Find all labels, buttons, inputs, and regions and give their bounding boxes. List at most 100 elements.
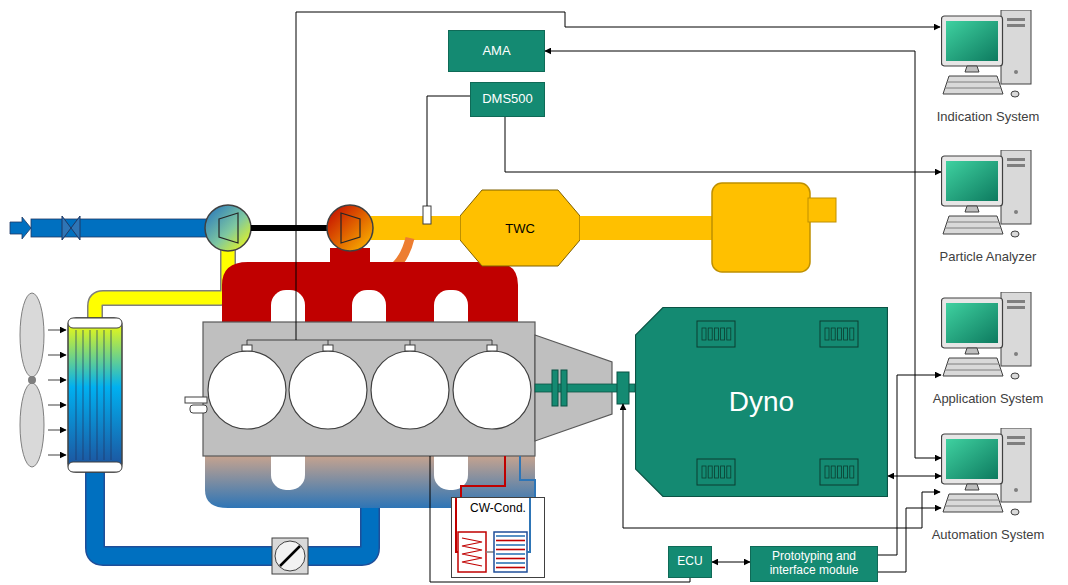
computer-icon bbox=[942, 434, 1003, 484]
heat-exchanger-symbol bbox=[496, 558, 525, 560]
computer-icon bbox=[947, 82, 999, 83]
throttle-valve bbox=[272, 538, 308, 574]
computer-icon bbox=[1014, 488, 1018, 492]
pressure-sensors bbox=[487, 345, 497, 351]
throttle-valve bbox=[275, 541, 305, 571]
intercooler bbox=[76, 330, 77, 460]
computer-icon bbox=[965, 484, 979, 490]
heat-exchanger-symbol bbox=[496, 553, 525, 555]
pressure-sensors bbox=[323, 345, 333, 351]
computer-icon bbox=[945, 370, 1001, 371]
air-filter bbox=[62, 216, 80, 240]
engine-block bbox=[289, 351, 367, 429]
computer-icon bbox=[965, 66, 979, 72]
dynamometer-outline bbox=[825, 466, 829, 478]
compressor bbox=[205, 205, 251, 251]
heat-exchanger-symbol bbox=[496, 544, 525, 546]
computer-icon bbox=[1011, 91, 1019, 97]
intake-arrow bbox=[10, 217, 31, 239]
pressure-sensors bbox=[242, 340, 497, 351]
heat-exchanger-symbol bbox=[458, 532, 486, 572]
process-box: DMS500 bbox=[470, 82, 545, 117]
dynamometer-outline bbox=[721, 328, 725, 340]
pressure-sensors bbox=[328, 340, 329, 345]
computer-icon bbox=[1001, 10, 1031, 84]
connector bbox=[878, 508, 941, 572]
dynamometer-outline bbox=[850, 466, 854, 478]
coolant-lines bbox=[520, 456, 535, 497]
computer-icon bbox=[1007, 24, 1025, 27]
intercooler bbox=[76, 330, 111, 460]
computer-station: Application System bbox=[941, 292, 1035, 384]
air-filter bbox=[62, 216, 71, 240]
cooling-air-arrows bbox=[48, 455, 66, 456]
intercooler bbox=[83, 330, 84, 460]
process-box: ECU bbox=[668, 546, 712, 578]
signal-wires bbox=[427, 96, 470, 206]
dynamometer-outline bbox=[837, 328, 841, 340]
cooling-air-arrows bbox=[48, 380, 66, 381]
node-label: Dyno bbox=[729, 386, 794, 418]
cooling-air-arrows bbox=[48, 330, 66, 331]
computer-icon bbox=[941, 428, 1035, 520]
computer-icon bbox=[945, 88, 1001, 89]
signal-wires bbox=[296, 12, 940, 582]
dynamometer-outline bbox=[850, 328, 854, 340]
computer-station: Automation System bbox=[941, 428, 1035, 520]
dynamometer-outline bbox=[727, 466, 731, 478]
exhaust-probe bbox=[423, 206, 431, 224]
computer-icon bbox=[1001, 150, 1031, 224]
computer-icon bbox=[965, 206, 979, 212]
injector bbox=[185, 397, 207, 413]
engine-block bbox=[203, 322, 535, 456]
computer-icon bbox=[947, 500, 999, 501]
intercooler bbox=[68, 318, 122, 472]
cooling-air-arrows bbox=[48, 330, 66, 455]
radiator-fan bbox=[20, 293, 44, 467]
charge-air-pipe bbox=[95, 248, 228, 320]
dynamometer-outline bbox=[721, 466, 725, 478]
computer-icon bbox=[947, 364, 999, 365]
connector bbox=[712, 562, 750, 563]
dynamometer-outline bbox=[697, 459, 735, 485]
heat-exchanger-symbol bbox=[496, 549, 525, 551]
charge-air-pipe bbox=[95, 248, 228, 320]
intercooler bbox=[104, 330, 105, 460]
intercooler bbox=[90, 330, 91, 460]
computer-icon bbox=[941, 10, 1035, 102]
cooling-air-arrows bbox=[48, 355, 66, 356]
computer-icon bbox=[941, 292, 1035, 384]
computer-icon bbox=[946, 439, 998, 479]
dynamometer: Dyno bbox=[635, 307, 888, 497]
heat-exchanger-symbol bbox=[527, 498, 530, 552]
computer-icon bbox=[945, 228, 1001, 229]
pressure-sensors bbox=[492, 340, 493, 345]
cooled-air-pipe bbox=[305, 500, 370, 556]
computer-icon bbox=[1007, 300, 1025, 303]
dynamometer-outline bbox=[727, 328, 731, 340]
computer-icon bbox=[941, 150, 1035, 242]
drive-shaft bbox=[552, 370, 558, 406]
connector bbox=[888, 476, 941, 477]
computer-icon bbox=[945, 506, 1001, 507]
computer-icon bbox=[943, 216, 1003, 234]
computer-icon bbox=[1011, 373, 1019, 379]
dynamometer-outline bbox=[831, 328, 835, 340]
computer-icon bbox=[943, 494, 1003, 512]
connector bbox=[505, 117, 941, 172]
dynamometer-outline bbox=[844, 466, 848, 478]
computer-icon bbox=[1001, 428, 1031, 502]
cooling-air-arrows bbox=[48, 405, 66, 406]
radiator-fan bbox=[20, 293, 44, 377]
radiator-fan bbox=[20, 383, 44, 467]
pressure-sensors bbox=[405, 345, 415, 351]
turbo-shaft bbox=[251, 225, 328, 231]
computer-icon bbox=[1001, 292, 1031, 366]
drive-shaft bbox=[617, 372, 629, 404]
computer-icon bbox=[943, 76, 1003, 94]
computer-icon bbox=[1007, 158, 1025, 161]
computer-icon bbox=[946, 21, 998, 61]
heat-exchanger-symbol bbox=[462, 538, 482, 566]
node-label: AMA bbox=[482, 44, 510, 59]
